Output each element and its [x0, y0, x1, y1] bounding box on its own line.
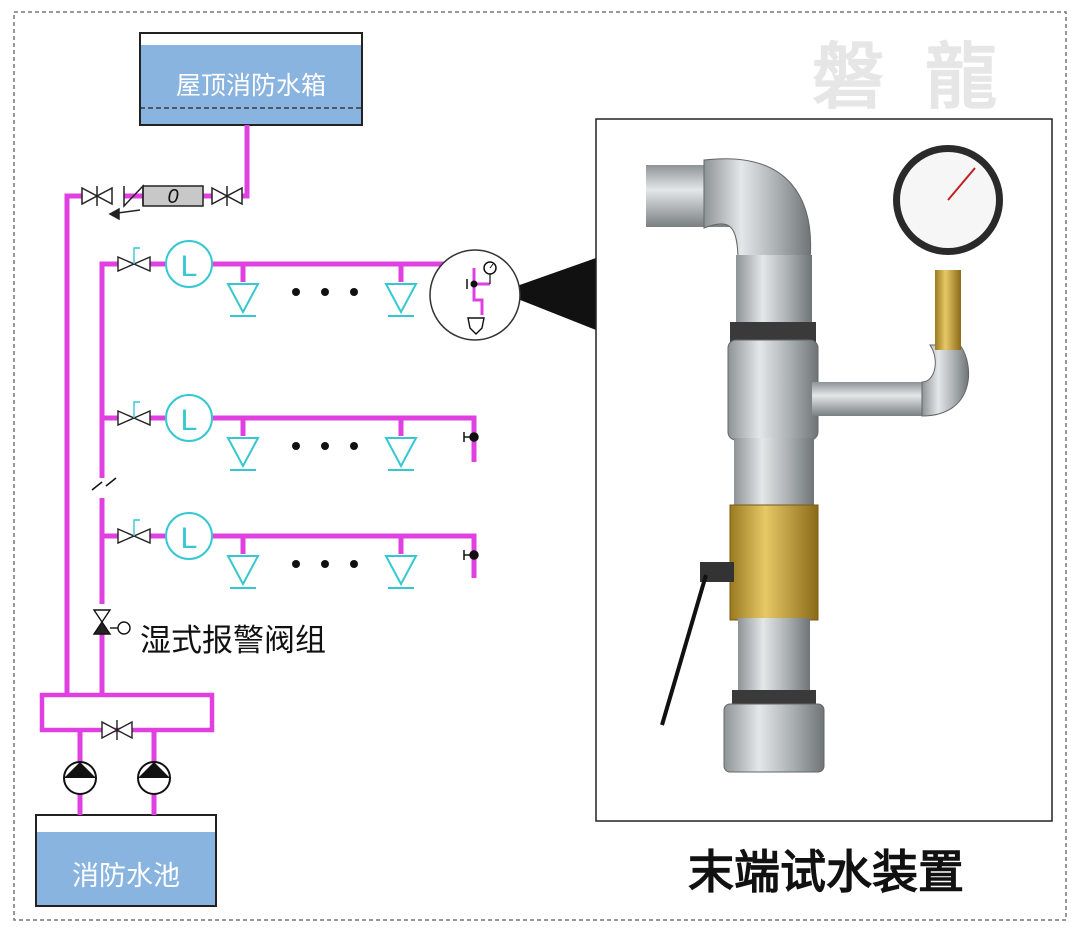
- test-device-photo: [595, 118, 1053, 822]
- roof-water-tank: [139, 32, 363, 126]
- test-device-callout: [429, 249, 596, 341]
- sprinkler-heads: [226, 283, 418, 589]
- flow-indicator-label-3: L: [181, 522, 198, 555]
- flow-indicator-1: [165, 240, 213, 288]
- dashed-border: [13, 11, 1067, 921]
- flow-meter-symbol: 0: [167, 186, 178, 208]
- flow-indicator-label-2: L: [181, 404, 198, 437]
- flow-indicator-3: [165, 512, 213, 560]
- flow-indicator-2: [165, 394, 213, 442]
- alarm-valve-label: 湿式报警阀组: [140, 623, 326, 659]
- wet-alarm-valve: [92, 609, 131, 635]
- break-line-mark: [91, 477, 117, 491]
- signal-valve-branch-2: [117, 401, 151, 427]
- test-device-label: 末端试水装置: [688, 845, 964, 899]
- fire-pump-1: [63, 761, 97, 795]
- fire-water-pool: [35, 814, 217, 907]
- fire-pool-label: 消防水池: [72, 861, 180, 892]
- check-valve-roof: [108, 184, 144, 221]
- watermark-logo: 磐 龍: [812, 35, 1006, 119]
- roof-tank-label: 屋顶消防水箱: [175, 71, 326, 100]
- pipe-network: [39, 125, 477, 815]
- fire-pump-2: [137, 761, 171, 795]
- gate-valve-roof: [211, 186, 243, 206]
- signal-valve-branch-1: [117, 247, 151, 273]
- branch-end-caps: [463, 432, 479, 560]
- signal-valve-branch-3: [117, 519, 151, 545]
- gate-valve-roof-2: [81, 186, 113, 206]
- flow-indicator-label-1: L: [181, 250, 198, 283]
- ellipsis-dots: [292, 288, 358, 568]
- header-gate-valve: [101, 720, 133, 740]
